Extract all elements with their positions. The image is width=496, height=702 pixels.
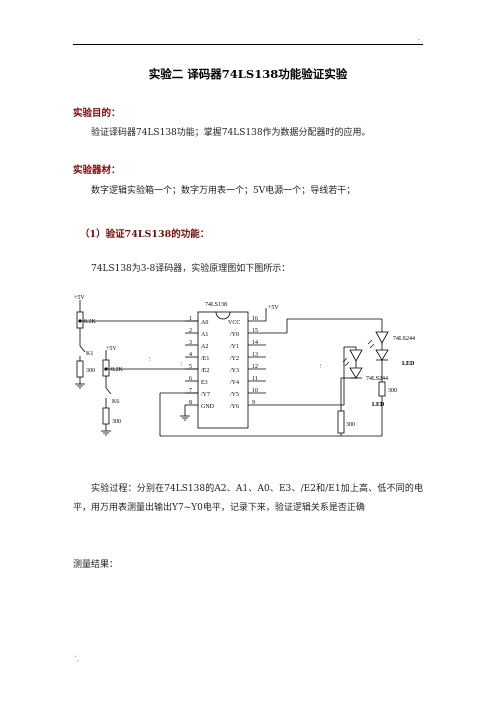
purpose-text: 验证译码器74LS138功能；掌握74LS138作为数据分配器时的应用。 xyxy=(91,128,371,138)
pin-name-e1: /E1 xyxy=(201,356,209,362)
pin-name-a2: A2 xyxy=(201,344,208,350)
pin-num-1: 1 xyxy=(189,316,192,322)
pin-name-a1: A1 xyxy=(201,332,208,338)
supply-label-2: +5V xyxy=(106,346,117,352)
pin-name-y7: /Y7 xyxy=(201,392,210,398)
pin-num-9: 9 xyxy=(252,400,255,406)
inverter-label-b: 74LS244 xyxy=(366,376,388,382)
chip-name: 74LS138 xyxy=(205,302,227,308)
chip-vcc: VCC xyxy=(228,320,240,326)
vertical-dots-right: ⋮ xyxy=(318,364,323,370)
resistor-label-8k2-b: 8.2K xyxy=(111,367,124,373)
resistor-label-8k2-a: 8.2K xyxy=(84,319,97,325)
pin-num-12: 12 xyxy=(252,364,258,370)
pin-name-y4: /Y4 xyxy=(230,380,239,386)
pin-num-3: 3 xyxy=(189,340,192,346)
circuit-diagram: ⋮ ⋮ ⋮ +5V 8.2K K1 300 +5V 8.2K K6 300 74… xyxy=(74,295,415,437)
pin-name-y5: /Y5 xyxy=(230,392,239,398)
pin-name-y3: /Y3 xyxy=(230,368,239,374)
footer-mark: `. xyxy=(74,656,79,663)
section1-intro: 74LS138为3-8译码器，实验原理图如下图所示： xyxy=(91,264,291,274)
resistor-label-300-b: 300 xyxy=(112,419,121,425)
results-label: 测量结果： xyxy=(73,560,119,570)
vertical-dots-mid: ⋮ xyxy=(147,357,152,363)
pin-num-5: 5 xyxy=(189,364,192,370)
switch-label-k1: K1 xyxy=(86,351,93,357)
pin-name-e3: E3 xyxy=(201,380,208,386)
pin-num-13: 13 xyxy=(252,352,258,358)
supply-label-1: +5V xyxy=(74,295,85,301)
header-rule xyxy=(73,44,423,45)
pin-num-6: 6 xyxy=(189,376,192,382)
section1-heading: （1）验证74LS138的功能： xyxy=(80,229,210,240)
switch-label-k6: K6 xyxy=(112,399,119,405)
pin-name-y6: /Y6 xyxy=(230,404,239,410)
inverter-label-a: 74LS244 xyxy=(393,336,415,342)
pin-num-10: 10 xyxy=(252,388,258,394)
pin-name-gnd: GND xyxy=(201,404,215,410)
led-label-a: LED xyxy=(402,361,415,367)
pin-name-y0: /Y0 xyxy=(230,332,239,338)
pin-num-14: 14 xyxy=(252,340,258,346)
pin-name-y1: /Y1 xyxy=(230,344,239,350)
vertical-dots-left: ⋮ xyxy=(179,362,184,368)
purpose-heading: 实验目的： xyxy=(73,108,121,119)
procedure-text: 实验过程：分别在74LS138的A2、A1、A0、E3、/E2和/E1加上高、低… xyxy=(73,484,423,513)
pin-num-2: 2 xyxy=(189,328,192,334)
resistor-label-300-a: 300 xyxy=(86,368,95,374)
page-title: 实验二 译码器74LS138功能验证实验 xyxy=(148,67,348,81)
pin-num-15: 15 xyxy=(252,328,258,334)
pin-name-y2: /Y2 xyxy=(230,356,239,362)
pin-num-8: 8 xyxy=(189,400,192,406)
supply-label-3: +5V xyxy=(268,305,279,311)
led-label-b: LED xyxy=(372,402,385,408)
materials-text: 数字逻辑实验箱一个；数字万用表一个；5V电源一个；导线若干； xyxy=(91,186,356,196)
pin-num-4: 4 xyxy=(189,352,192,358)
pin-name-e2: /E2 xyxy=(201,368,209,374)
pin-num-16: 16 xyxy=(252,316,258,322)
pin-name-a0: A0 xyxy=(201,320,208,326)
pin-num-11: 11 xyxy=(252,376,258,382)
header-mark: . xyxy=(418,35,420,42)
pin-num-7: 7 xyxy=(189,388,192,394)
resistor-label-300-d: 300 xyxy=(346,422,355,428)
materials-heading: 实验器材： xyxy=(73,165,121,176)
resistor-label-300-c: 300 xyxy=(388,388,397,394)
